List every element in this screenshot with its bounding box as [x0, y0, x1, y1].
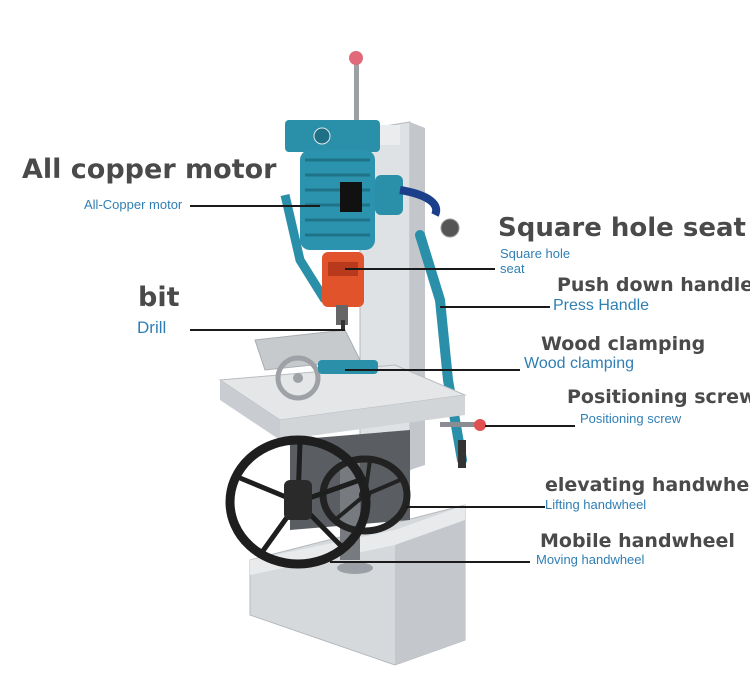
top-rod	[349, 51, 363, 125]
positioning-screw-leader	[485, 425, 575, 427]
push-down-handle-subtitle: Press Handle	[553, 297, 650, 314]
motor-cable	[399, 186, 441, 217]
wood-clamp-wheel	[275, 355, 378, 401]
lifting-handwheel-leader	[405, 506, 545, 508]
work-table	[218, 329, 467, 440]
bit-title: bit	[138, 282, 180, 313]
moving-handwheel-leader	[330, 561, 530, 563]
mobile-handwheel-title: Mobile handwheel	[540, 530, 735, 552]
square-hole-seat-title: Square hole seat	[498, 213, 746, 243]
elevating-handwheel-title: elevating handwheel	[545, 474, 750, 496]
wood-clamping-title: Wood clamping	[541, 333, 706, 355]
motor-title: All copper motor	[22, 154, 277, 185]
push-down-handle-title: Push down handle	[557, 274, 750, 296]
drill-leader	[190, 329, 345, 331]
square-hole-seat-subtitle-1: Square hole	[500, 246, 571, 261]
motor-subtitle: All-Copper motor	[84, 197, 183, 212]
positioning-screw-title: Positioning screw	[567, 386, 750, 408]
red-knob	[349, 51, 363, 65]
foot-screw	[337, 562, 373, 574]
elevating-handwheel-subtitle: Lifting handwheel	[545, 497, 647, 512]
positioning-screw	[440, 419, 486, 431]
motor-leader	[190, 205, 320, 207]
press-handle-leader	[440, 306, 550, 308]
press-handle	[415, 218, 467, 468]
square-hole-seat-leader	[345, 268, 495, 270]
motor	[280, 120, 403, 303]
square-hole-seat-subtitle-2: seat	[500, 261, 525, 276]
mobile-handwheel-subtitle: Moving handwheel	[536, 552, 645, 567]
moving-handwheel	[225, 435, 371, 569]
bit-subtitle: Drill	[137, 318, 167, 337]
wood-clamping-leader	[345, 369, 520, 371]
wood-clamping-subtitle: Wood clamping	[524, 355, 634, 372]
positioning-screw-subtitle: Positioning screw	[580, 411, 682, 426]
